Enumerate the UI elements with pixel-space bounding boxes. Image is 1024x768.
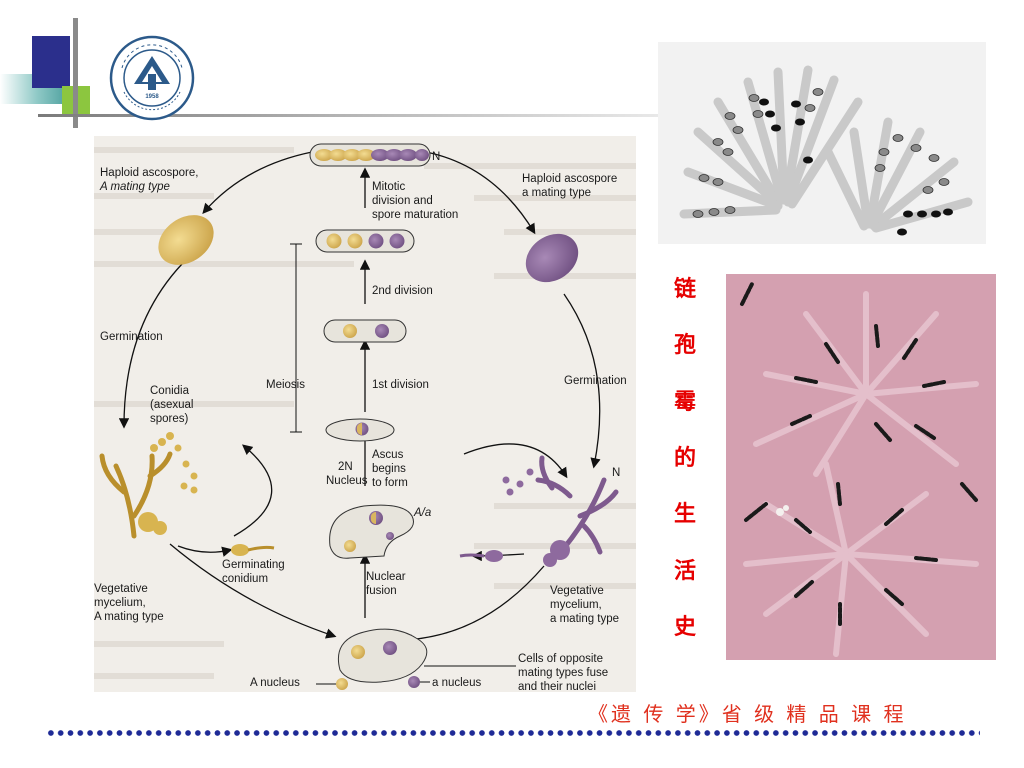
label-germinating-1: Germinating	[222, 559, 285, 571]
label-haploid-a-line2: a mating type	[522, 187, 591, 199]
label-N-right: N	[612, 467, 620, 479]
title-char: 孢	[673, 332, 696, 359]
label-haploid-a-line1: Haploid ascospore	[522, 173, 617, 185]
life-cycle-diagram: Haploid ascospore, A mating type Haploid…	[94, 136, 636, 692]
label-haploid-A-line1: Haploid ascospore,	[100, 167, 198, 179]
logo-year: 1958	[145, 94, 159, 100]
title-char: 链	[673, 276, 696, 302]
label-ascus-3: to form	[372, 477, 408, 489]
label-a-nucleus: a nucleus	[432, 677, 481, 689]
label-germinating-2: conidium	[222, 573, 268, 585]
decorative-vertical-line	[73, 18, 78, 128]
title-char: 的	[673, 444, 696, 471]
label-mitotic-2: division and	[372, 195, 433, 207]
rosette-micrograph	[726, 274, 996, 660]
label-haploid-A-line2: A mating type	[99, 181, 170, 193]
label-veg-left-2: mycelium,	[94, 597, 146, 609]
label-germination-left: Germination	[100, 331, 163, 343]
vertical-chinese-title: 链 孢 霉 的 生 活 史	[670, 278, 700, 638]
label-veg-right-3: a mating type	[550, 613, 619, 625]
title-char: 史	[673, 613, 696, 640]
label-veg-right-2: mycelium,	[550, 599, 602, 611]
ascus-micrograph	[658, 42, 986, 244]
label-conidia-3: spores)	[150, 413, 189, 425]
label-conidia-1: Conidia	[150, 385, 190, 397]
label-meiosis: Meiosis	[266, 379, 305, 391]
label-nuclear-1: Nuclear	[366, 571, 406, 583]
label-A-nucleus: A nucleus	[250, 677, 300, 689]
decorative-blue-square	[32, 36, 70, 88]
label-2N-1: 2N	[338, 461, 353, 473]
label-N-top: N	[432, 151, 440, 163]
label-germination-right: Germination	[564, 375, 627, 387]
label-cells-1: Cells of opposite	[518, 653, 603, 665]
title-char: 生	[673, 501, 696, 528]
label-ascus-2: begins	[372, 463, 406, 475]
label-cells-3: and their nuclei	[518, 681, 596, 692]
label-veg-left-1: Vegetative	[94, 583, 148, 595]
label-conidia-2: (asexual	[150, 399, 193, 411]
label-second-division: 2nd division	[372, 285, 433, 297]
label-veg-left-3: A mating type	[94, 611, 164, 623]
label-nuclear-2: fusion	[366, 585, 397, 597]
college-logo: 1958	[108, 34, 196, 122]
dotted-divider	[46, 728, 980, 738]
label-cells-2: mating types fuse	[518, 667, 608, 679]
label-Aa: A/a	[413, 507, 431, 519]
label-veg-right-1: Vegetative	[550, 585, 604, 597]
label-mitotic-3: spore maturation	[372, 209, 458, 221]
label-2N-2: Nucleus	[326, 475, 368, 487]
title-char: 霉	[673, 388, 696, 415]
course-title: 《遗 传 学》省 级 精 品 课 程	[588, 702, 907, 726]
decorative-horizontal-line	[38, 114, 658, 117]
label-first-division: 1st division	[372, 379, 429, 391]
title-char: 活	[673, 557, 696, 584]
label-ascus-1: Ascus	[372, 449, 404, 461]
label-mitotic-1: Mitotic	[372, 181, 405, 193]
